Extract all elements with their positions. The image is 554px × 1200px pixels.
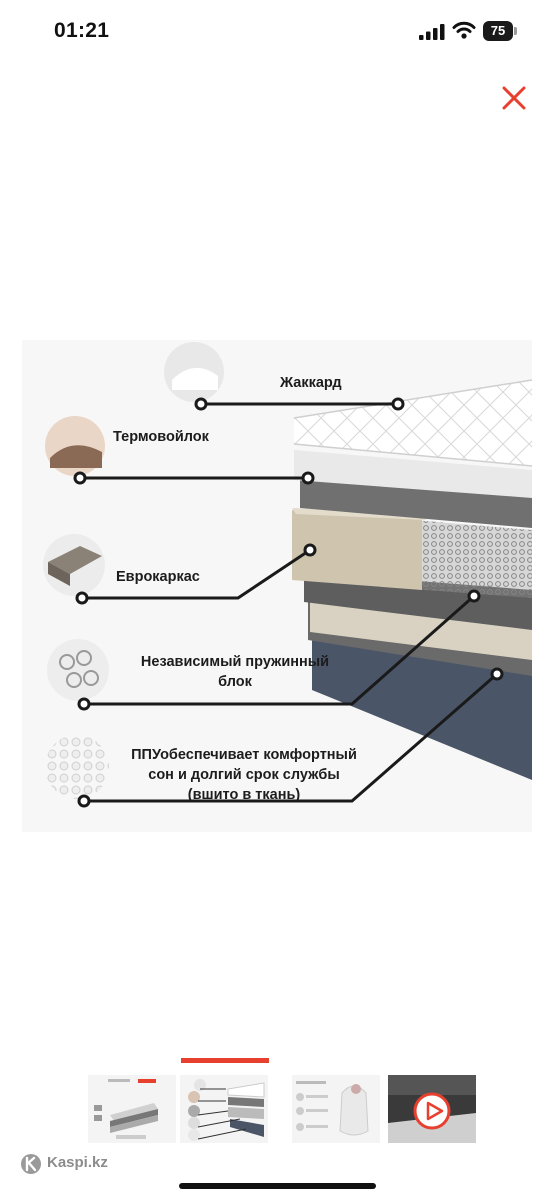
layer-label-euroframe: Еврокаркас <box>116 569 200 585</box>
layer-label-line: сон и долгий срок службы <box>148 767 340 783</box>
signal-icon <box>419 24 445 40</box>
layer-label-line: блок <box>218 674 252 690</box>
brand-kaspi: Kaspi.kz <box>20 1152 140 1176</box>
brand-name: Kaspi.kz <box>47 1154 108 1171</box>
layer-label-spring-block: Независимый пружинный блок <box>125 652 345 692</box>
status-bar: 01:21 75 <box>0 0 554 64</box>
layer-label-thermofelt: Термовойлок <box>113 429 209 445</box>
thumbnail-image <box>94 1079 158 1139</box>
mattress-illustration <box>43 342 532 808</box>
close-icon <box>502 86 526 110</box>
layer-label-line: Независимый пружинный <box>140 654 330 670</box>
close-button[interactable] <box>499 83 529 113</box>
thumbnail-image <box>388 1075 476 1143</box>
layer-label-line: (вшито в ткань) <box>187 787 301 803</box>
layer-label-line: ППУобеспечивает комфортный <box>131 747 357 763</box>
battery-icon: 75 <box>483 21 517 41</box>
thumbnail-1[interactable] <box>88 1075 176 1143</box>
play-icon <box>426 1101 444 1121</box>
kaspi-logo-icon <box>21 1154 41 1174</box>
thumbnail-image <box>188 1079 265 1141</box>
thumbnail-gallery <box>88 1058 488 1146</box>
thumbnail-video[interactable] <box>388 1075 476 1143</box>
layer-label-jacquard: Жаккард <box>280 375 342 391</box>
thumbnail-image <box>296 1081 369 1136</box>
battery-level: 75 <box>490 23 506 38</box>
layer-label-foam: ППУобеспечивает комфортный сон и долгий … <box>110 745 378 805</box>
home-indicator[interactable] <box>179 1183 376 1189</box>
thumbnail-3[interactable] <box>292 1075 380 1143</box>
status-time: 01:21 <box>54 19 110 42</box>
wifi-icon <box>452 21 476 39</box>
active-thumbnail-indicator <box>181 1058 269 1063</box>
thumbnail-2[interactable] <box>180 1075 268 1143</box>
product-image[interactable]: Жаккард Термовойлок Еврокаркас Независим… <box>22 340 532 832</box>
